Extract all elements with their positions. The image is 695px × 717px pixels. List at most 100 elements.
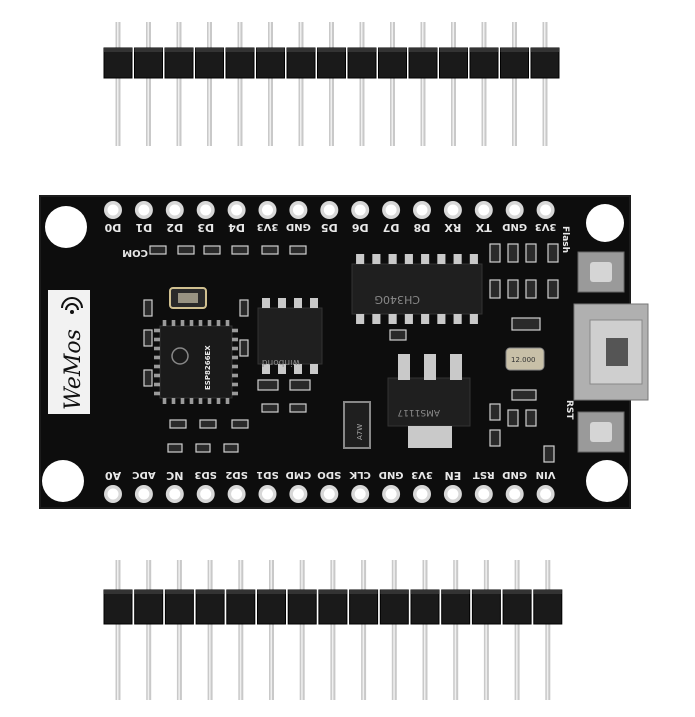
mounting-hole-top-left — [45, 206, 87, 248]
smd-part — [543, 445, 555, 463]
bottom-pad — [227, 485, 246, 503]
top-pin-label: D7 — [383, 221, 400, 234]
bottom-pad — [443, 485, 462, 503]
mounting-hole-top-right — [586, 204, 624, 242]
smd-part — [261, 245, 279, 255]
smd-part — [143, 369, 153, 387]
bottom-pin-label: ADC — [132, 469, 155, 480]
header-bottom-pin — [134, 560, 164, 700]
wemos-logo-box — [48, 290, 90, 414]
header-bottom-pin — [533, 560, 563, 700]
top-pad — [443, 201, 462, 219]
svg-text:AMS1117: AMS1117 — [397, 407, 440, 417]
top-pad — [165, 201, 184, 219]
bottom-pin-label: GND — [379, 469, 404, 480]
voltage-regulator: AMS1117 — [387, 354, 471, 448]
smd-part — [167, 443, 183, 453]
smd-part — [231, 419, 249, 429]
header-bottom-pin — [471, 560, 501, 700]
diode: A7W — [343, 401, 371, 449]
top-pin-label: D5 — [321, 221, 338, 234]
header-bottom-pin — [226, 560, 256, 700]
smd-part — [547, 279, 559, 299]
top-pad — [320, 201, 339, 219]
header-top-pin — [164, 22, 194, 146]
header-top-pin — [286, 22, 316, 146]
bottom-pad — [289, 485, 308, 503]
bottom-pin-label: CMD — [286, 469, 312, 480]
header-top-pin — [103, 22, 133, 146]
smd-part — [223, 443, 239, 453]
micro-usb-port[interactable] — [573, 303, 649, 401]
top-pad — [536, 201, 555, 219]
bottom-pin-label: SD3 — [194, 469, 217, 480]
top-pin-label: D2 — [166, 221, 183, 234]
top-pin-label: D0 — [104, 221, 121, 234]
top-pin-label: D3 — [197, 221, 214, 234]
header-bottom-pin — [410, 560, 440, 700]
header-bottom-pin — [195, 560, 225, 700]
smd-part — [547, 243, 559, 263]
top-pin-label: 3V3 — [257, 221, 279, 232]
svg-text:A7W: A7W — [356, 424, 364, 440]
smd-part — [511, 317, 541, 331]
mounting-hole-bottom-right — [586, 460, 628, 502]
top-pad — [196, 201, 215, 219]
mounting-hole-bottom-left — [42, 460, 84, 502]
smd-part — [507, 409, 519, 427]
smd-part — [489, 243, 501, 263]
smd-part — [261, 403, 279, 413]
bottom-pin-label: 3V3 — [411, 469, 433, 480]
header-top-pin — [469, 22, 499, 146]
header-bottom-pin — [502, 560, 532, 700]
svg-text:ESP8266EX: ESP8266EX — [204, 345, 212, 390]
usb-serial-chip: CH340G — [351, 254, 483, 324]
reset-button[interactable] — [577, 411, 625, 453]
bottom-pad — [536, 485, 555, 503]
header-top-pin — [317, 22, 346, 146]
bottom-pad — [505, 485, 524, 503]
smd-part — [143, 329, 153, 347]
header-bottom-pin — [318, 560, 348, 700]
bottom-pad — [474, 485, 493, 503]
top-pad — [134, 201, 153, 219]
header-top-pin — [256, 22, 285, 146]
rst-label: RST — [564, 400, 574, 420]
top-pad — [413, 201, 431, 219]
header-bottom-pin — [257, 560, 286, 700]
header-top-pin — [225, 22, 255, 146]
bottom-pad — [165, 485, 184, 503]
esp8266-chip: ESP8266EX — [154, 320, 238, 404]
header-top-pin — [408, 22, 438, 146]
smd-part — [199, 419, 217, 429]
flash-button[interactable] — [577, 251, 625, 293]
smd-part — [143, 299, 153, 317]
smd-part — [169, 419, 187, 429]
smd-part — [177, 245, 195, 255]
bottom-pad — [413, 485, 431, 503]
svg-text:winbond: winbond — [262, 357, 300, 367]
header-top-pin — [378, 22, 407, 146]
header-top-pin — [347, 22, 377, 146]
wemos-logo-text: WeMos — [61, 329, 86, 410]
smd-part — [525, 243, 537, 263]
top-pin-label: D6 — [351, 221, 368, 234]
smd-part — [511, 389, 537, 401]
bottom-pin-label: A0 — [105, 469, 122, 482]
top-pin-label: 3V3 — [535, 221, 557, 232]
bottom-pad — [134, 485, 153, 503]
bottom-pad — [351, 485, 370, 503]
pad-row-bottom — [104, 485, 555, 503]
smd-part — [239, 339, 249, 357]
smd-part — [525, 279, 537, 299]
bottom-pin-label: CLK — [348, 469, 371, 480]
smd-part — [489, 279, 501, 299]
top-pad — [104, 201, 122, 219]
smd-part — [389, 329, 407, 341]
smd-part — [289, 379, 311, 391]
bottom-pad — [258, 485, 277, 503]
bottom-pad — [104, 485, 122, 503]
wifi-icon — [61, 297, 83, 314]
